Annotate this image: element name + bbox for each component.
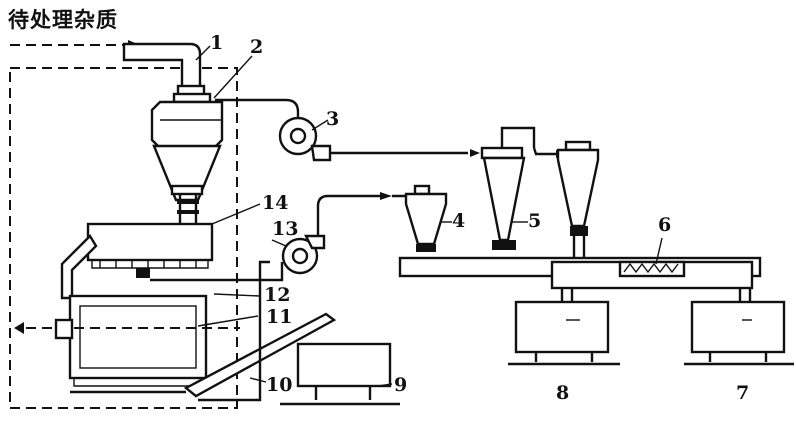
bin-8 xyxy=(508,300,620,366)
leader-lines xyxy=(195,45,752,387)
label-9: 9 xyxy=(394,374,408,396)
label-7: 7 xyxy=(736,382,750,404)
cyclone-separator xyxy=(150,92,224,226)
inlet-pipe xyxy=(122,42,206,98)
label-11: 11 xyxy=(266,306,293,328)
collection-box-9 xyxy=(280,342,400,406)
left-duct xyxy=(60,234,98,300)
label-12: 12 xyxy=(264,284,291,306)
cyclone-right xyxy=(556,140,600,258)
label-14: 14 xyxy=(262,192,289,214)
screw-conveyor xyxy=(618,260,686,278)
label-6: 6 xyxy=(658,214,672,236)
fan-3 xyxy=(278,116,480,162)
platform xyxy=(398,256,762,290)
fan-13 xyxy=(281,192,410,275)
bin-7 xyxy=(684,300,794,366)
diagram-title: 待处理杂质 xyxy=(8,8,118,32)
label-1: 1 xyxy=(210,32,224,54)
cyclone-4 xyxy=(404,184,448,252)
label-2: 2 xyxy=(250,36,264,58)
dryer-box xyxy=(86,222,284,282)
label-4: 4 xyxy=(452,210,466,232)
label-10: 10 xyxy=(266,374,293,396)
label-8: 8 xyxy=(556,382,570,404)
label-13: 13 xyxy=(272,218,299,240)
exhaust-pipe-to-fan xyxy=(215,98,300,122)
cyclone-5 xyxy=(480,126,566,250)
line-12 xyxy=(198,260,270,402)
label-3: 3 xyxy=(326,108,340,130)
label-5: 5 xyxy=(528,210,542,232)
reactor-vessel xyxy=(14,294,240,387)
support-legs xyxy=(560,288,752,302)
